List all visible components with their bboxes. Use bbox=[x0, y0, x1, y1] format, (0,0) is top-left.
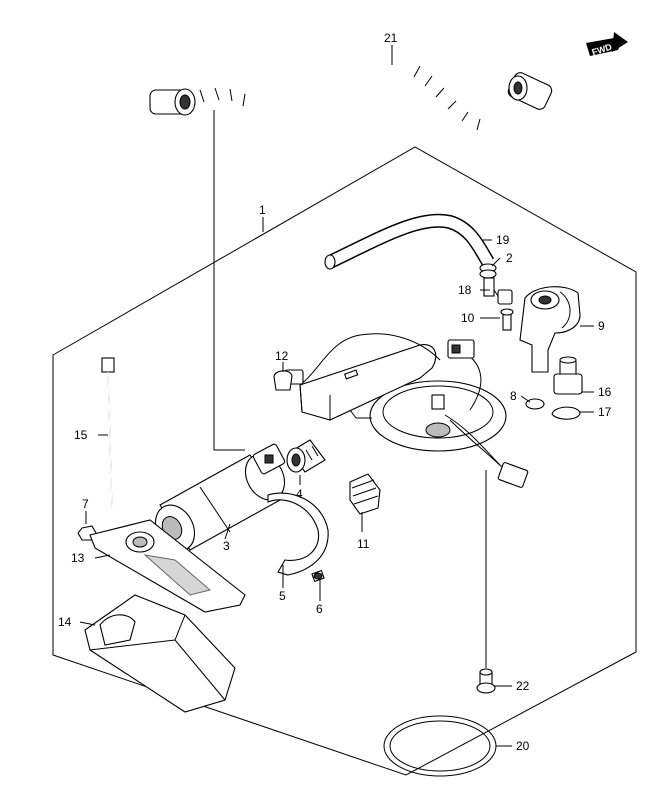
callout-21: 21 bbox=[384, 31, 398, 45]
callout-12: 12 bbox=[275, 349, 289, 363]
assembly-outline-box bbox=[52, 146, 637, 776]
callout-5: 5 bbox=[279, 589, 286, 603]
leader-lines bbox=[79, 45, 594, 747]
part-9-pressure-regulator bbox=[519, 286, 581, 373]
part-18-fitting bbox=[483, 277, 513, 305]
callout-20: 20 bbox=[516, 739, 530, 753]
part-10-bolt bbox=[500, 308, 514, 331]
part-4-pump-cushion bbox=[286, 439, 326, 473]
callout-10: 10 bbox=[461, 311, 475, 325]
callout-6: 6 bbox=[316, 602, 323, 616]
part-19-fuel-hose bbox=[324, 213, 495, 270]
callout-4: 4 bbox=[296, 487, 303, 501]
part-11-holder bbox=[349, 473, 381, 515]
callout-15: 15 bbox=[74, 428, 88, 442]
part-21-wire-harness bbox=[149, 56, 553, 134]
callout-11: 11 bbox=[357, 537, 370, 551]
callout-22: 22 bbox=[516, 679, 530, 693]
part-6-screw bbox=[311, 569, 325, 583]
callout-17: 17 bbox=[598, 405, 612, 419]
part-17-clip bbox=[551, 406, 581, 420]
part-22-bolt bbox=[476, 668, 496, 694]
pump-module-assembly bbox=[284, 333, 529, 488]
callout-19: 19 bbox=[496, 233, 510, 247]
fwd-direction-icon: FWD bbox=[586, 32, 628, 57]
callout-2: 2 bbox=[506, 251, 513, 265]
callout-16: 16 bbox=[598, 385, 612, 399]
part-15-cable-tie bbox=[101, 357, 115, 511]
part-5-pump-band bbox=[267, 492, 329, 576]
part-8-o-ring bbox=[525, 398, 545, 410]
callout-labels: 1 2 3 4 5 6 7 8 9 10 11 12 13 14 15 16 1… bbox=[58, 31, 612, 753]
part-20-gasket bbox=[383, 715, 497, 777]
part-3-fuel-pump bbox=[154, 443, 286, 552]
part-14-pump-case bbox=[84, 594, 236, 713]
callout-8: 8 bbox=[510, 389, 517, 403]
part-2-clip bbox=[479, 263, 497, 279]
part-12-clamp bbox=[273, 370, 293, 391]
callout-14: 14 bbox=[58, 615, 72, 629]
part-16-fitting bbox=[553, 356, 583, 395]
callout-3: 3 bbox=[223, 539, 230, 553]
part-13-fuel-filter bbox=[89, 519, 246, 613]
callout-7: 7 bbox=[82, 497, 89, 511]
callout-13: 13 bbox=[71, 551, 85, 565]
callout-18: 18 bbox=[458, 283, 472, 297]
callout-1: 1 bbox=[259, 203, 266, 217]
leader-21-to-3 bbox=[213, 110, 245, 451]
callout-9: 9 bbox=[598, 319, 605, 333]
